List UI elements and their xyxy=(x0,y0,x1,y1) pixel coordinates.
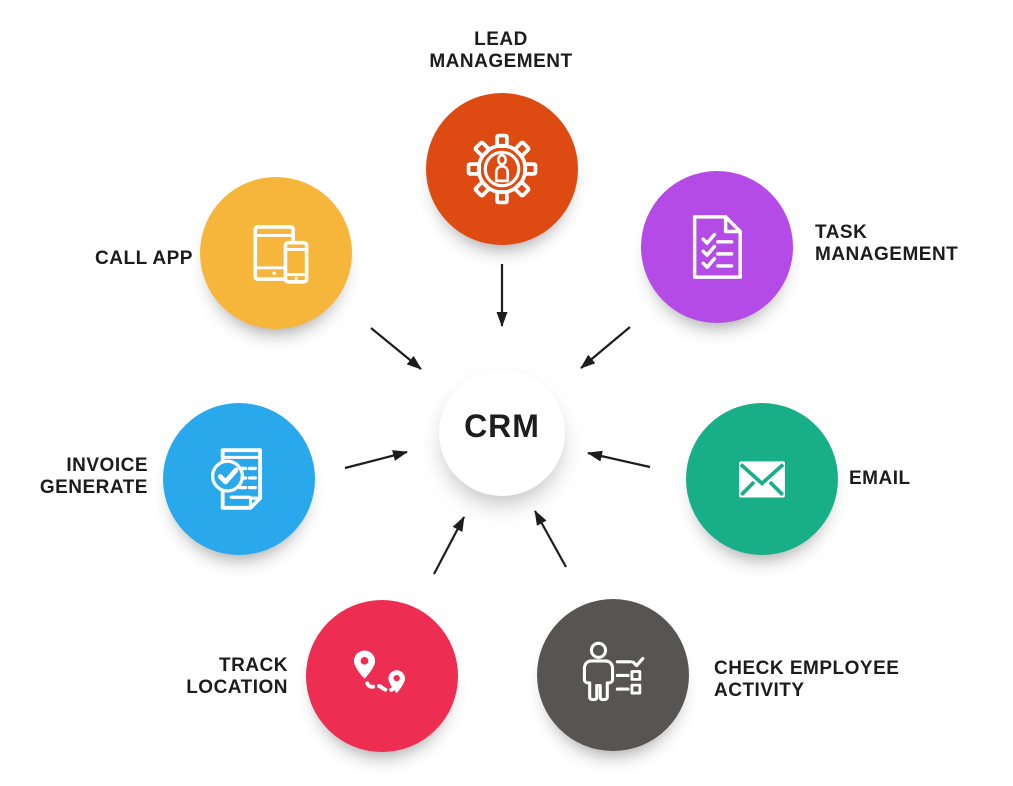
label-line: MANAGEMENT xyxy=(429,51,573,72)
node-lead-management xyxy=(426,93,578,245)
node-invoice-generate xyxy=(163,403,315,555)
person-checklist-icon xyxy=(582,641,645,702)
label-call-app: CALL APP xyxy=(44,248,244,270)
label-line: EMAIL xyxy=(849,468,911,489)
crm-center-circle: CRM xyxy=(439,370,565,496)
crm-label: CRM xyxy=(464,407,540,444)
label-line: ACTIVITY xyxy=(714,680,805,701)
label-line: GENERATE xyxy=(39,477,148,498)
label-line: INVOICE xyxy=(66,455,148,476)
label-track-location: TRACK LOCATION xyxy=(38,655,288,699)
label-lead-management: LEAD MANAGEMENT xyxy=(381,29,621,73)
node-email xyxy=(686,403,838,555)
node-call-app xyxy=(200,177,352,329)
checklist-document-icon xyxy=(692,215,742,279)
label-email: EMAIL xyxy=(849,468,999,490)
arrow-task-management-to-crm xyxy=(580,326,631,369)
node-task-management xyxy=(641,171,793,323)
label-line: LOCATION xyxy=(186,677,288,698)
label-line: CALL APP xyxy=(95,248,193,269)
arrow-check-employee-activity-to-crm xyxy=(534,510,567,568)
arrow-email-to-crm xyxy=(587,450,651,469)
gear-person-icon xyxy=(466,133,538,205)
label-task-management: TASK MANAGEMENT xyxy=(815,222,1013,266)
arrow-invoice-generate-to-crm xyxy=(344,450,408,470)
envelope-icon xyxy=(739,461,785,498)
label-line: MANAGEMENT xyxy=(815,244,959,265)
label-check-employee-activity: CHECK EMPLOYEE ACTIVITY xyxy=(714,658,964,702)
node-track-location xyxy=(306,600,458,752)
label-line: TASK xyxy=(815,222,868,243)
map-pins-route-icon xyxy=(353,650,405,694)
label-line: TRACK xyxy=(219,655,288,676)
arrow-track-location-to-crm xyxy=(433,516,465,575)
node-check-employee-activity xyxy=(537,599,689,751)
label-invoice-generate: INVOICE GENERATE xyxy=(0,455,148,499)
invoice-check-icon xyxy=(210,448,263,510)
tablet-phone-icon xyxy=(253,225,309,284)
arrow-call-app-to-crm xyxy=(370,327,422,370)
label-line: CHECK EMPLOYEE xyxy=(714,658,900,679)
label-line: LEAD xyxy=(474,29,528,50)
